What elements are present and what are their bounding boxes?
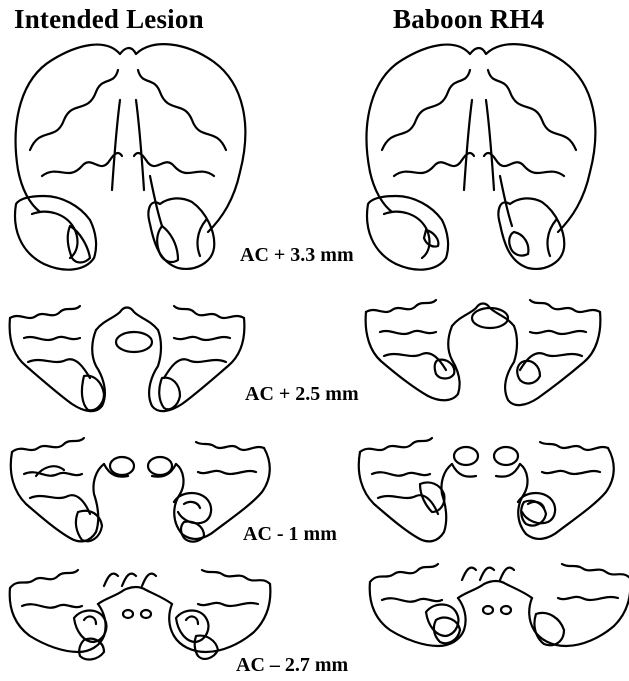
level-label-ac-plus-3-3: AC + 3.3 mm xyxy=(240,244,354,267)
level-label-ac-plus-2-5: AC + 2.5 mm xyxy=(245,383,359,406)
section-row4-intended xyxy=(10,570,271,659)
section-row3-rh4 xyxy=(359,438,614,541)
section-row4-rh4 xyxy=(370,564,629,646)
section-row1-rh4 xyxy=(367,44,596,270)
section-row2-rh4 xyxy=(366,300,601,405)
level-label-ac-minus-2-7: AC – 2.7 mm xyxy=(236,654,348,677)
section-row2-intended xyxy=(10,306,245,411)
level-label-ac-minus-1: AC - 1 mm xyxy=(243,523,337,546)
section-row3-intended xyxy=(11,438,270,542)
section-row1-intended xyxy=(15,44,245,270)
